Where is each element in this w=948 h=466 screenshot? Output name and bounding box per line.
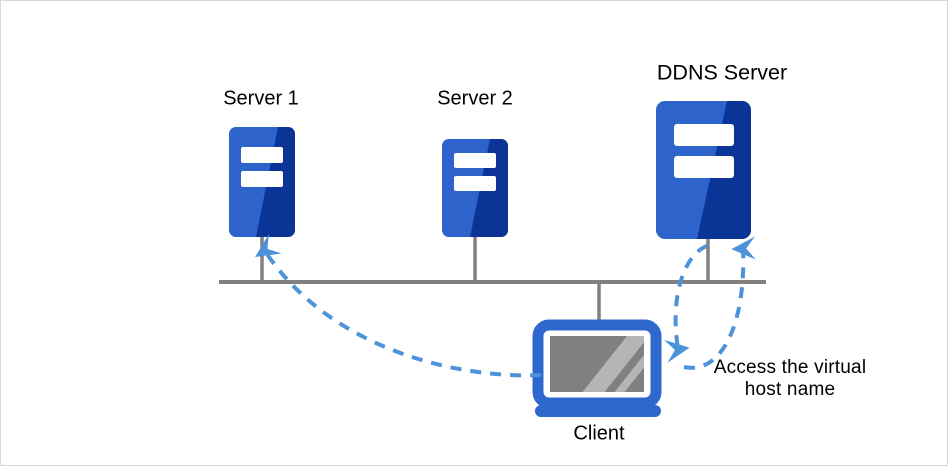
annotation-line-2: host name <box>744 379 836 400</box>
access-virtual-host-name-annotation: Access the virtual host name <box>714 357 867 401</box>
ddns-server-label: DDNS Server <box>656 60 788 85</box>
flow-ddns-loop-down <box>664 244 708 363</box>
client-graphic[interactable] <box>532 319 673 417</box>
server-1-slot-bottom <box>241 171 283 187</box>
server-2-label: Server 2 <box>437 87 513 110</box>
server-1-slot-top <box>241 147 283 163</box>
client-label: Client <box>573 422 625 445</box>
server-2-slot-top <box>454 153 496 168</box>
server-1-label: Server 1 <box>223 87 299 110</box>
server-2-graphic[interactable] <box>442 139 508 237</box>
flow-ddns-loop-up <box>683 236 756 370</box>
ddns-slot-bottom <box>674 156 734 178</box>
server-1-graphic[interactable] <box>229 127 295 237</box>
client-screen-glare <box>582 336 644 392</box>
flow-client-to-server-1 <box>255 234 542 378</box>
annotation-line-1: Access the virtual <box>713 357 867 379</box>
ddns-slot-top <box>674 124 734 146</box>
client-screen-frame <box>532 319 662 409</box>
client-base <box>535 405 661 417</box>
ddns-server-graphic[interactable] <box>656 101 751 239</box>
server-2-slot-bottom <box>454 176 496 191</box>
